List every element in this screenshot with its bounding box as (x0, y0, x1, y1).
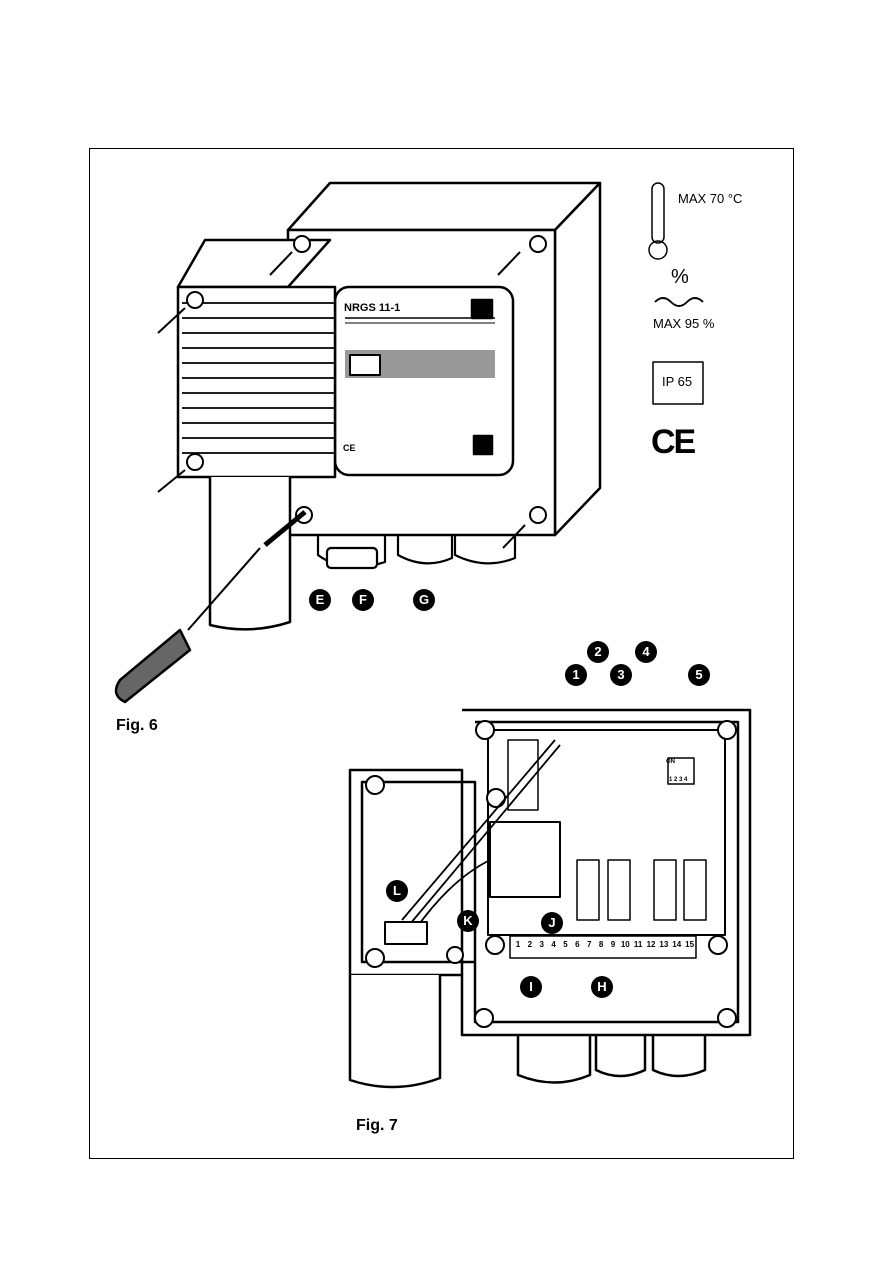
callout-i: I (520, 976, 542, 998)
fig7-caption: Fig. 7 (356, 1117, 398, 1134)
fig6-caption: Fig. 6 (116, 717, 158, 734)
callout-l: L (386, 880, 408, 902)
terminal-2: 2 (527, 940, 533, 949)
dip-on-label: ON (666, 759, 675, 765)
terminal-1: 1 (515, 940, 521, 949)
terminal-8: 8 (598, 940, 604, 949)
callout-f: F (352, 589, 374, 611)
terminal-15: 15 (685, 940, 695, 949)
terminal-11: 11 (633, 940, 643, 949)
terminal-10: 10 (620, 940, 630, 949)
callout-2: 2 (587, 641, 609, 663)
callout-h: H (591, 976, 613, 998)
terminal-13: 13 (659, 940, 669, 949)
terminal-12: 12 (646, 940, 656, 949)
ip-rating: IP 65 (662, 374, 693, 389)
ce-mark: CE (651, 423, 696, 461)
terminal-7: 7 (586, 940, 592, 949)
callout-1: 1 (565, 664, 587, 686)
callout-5: 5 (688, 664, 710, 686)
percent-symbol: % (671, 266, 689, 288)
callout-4: 4 (635, 641, 657, 663)
terminal-3: 3 (539, 940, 544, 949)
callout-k: K (457, 910, 479, 932)
humidity-spec: MAX 95 % (653, 316, 715, 331)
callout-e: E (309, 589, 331, 611)
ce-small-mark: CE (343, 443, 356, 453)
figure-frame (89, 148, 794, 1159)
terminal-4: 4 (551, 940, 556, 949)
terminal-5: 5 (563, 940, 568, 949)
device-name-label: NRGS 11-1 (344, 302, 401, 314)
terminal-14: 14 (672, 940, 682, 949)
temp-spec: MAX 70 °C (678, 191, 743, 206)
housing-fig6 (176, 181, 602, 537)
callout-j: J (541, 912, 563, 934)
terminal-9: 9 (610, 940, 616, 949)
terminal-strip: 1 2 3 4 5 6 7 8 9 10 11 12 13 14 15 (512, 940, 696, 949)
terminal-6: 6 (575, 940, 580, 949)
callout-3: 3 (610, 664, 632, 686)
dip-numbers: 1 2 3 4 (669, 777, 688, 783)
callout-g: G (413, 589, 435, 611)
